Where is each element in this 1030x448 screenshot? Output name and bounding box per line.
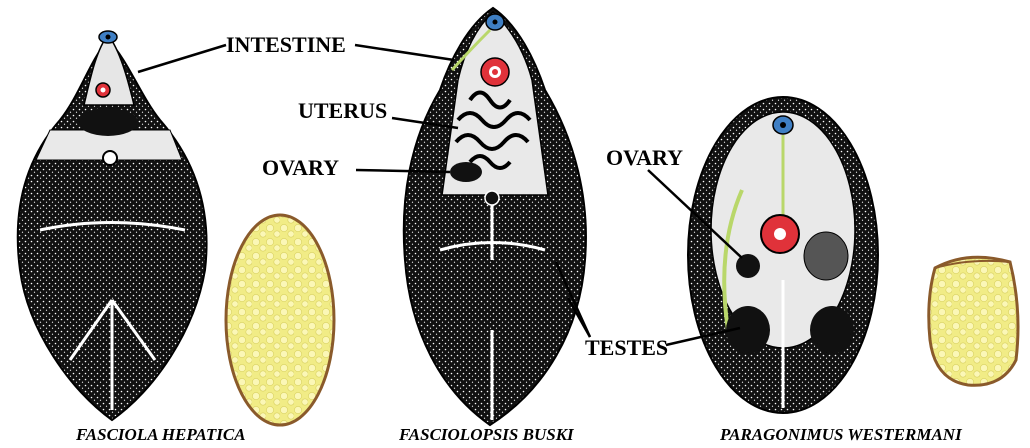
paragonimus-westermani-specimen [688,97,878,413]
fasciola-uterus [78,108,138,136]
label-ovary-right: OVARY [606,145,683,170]
caption-fasciola-hepatica: FASCIOLA HEPATICA [75,425,246,444]
fasciolopsis-buski-specimen [404,8,586,425]
caption-fasciolopsis-buski: FASCIOLOPSIS BUSKI [398,425,575,444]
label-ovary-left: OVARY [262,155,339,180]
fasciola-hepatica-specimen [18,31,207,420]
fasciola-ovary [103,151,117,165]
paragonimus-testis-right [810,306,854,354]
fasciola-egg [226,215,334,425]
paragonimus-egg [929,257,1018,385]
label-uterus: UTERUS [298,98,387,123]
label-intestine: INTESTINE [226,32,346,57]
fasciolopsis-ovary [450,162,482,182]
paragonimus-ovary [736,254,760,278]
label-testes: TESTES [585,335,668,360]
caption-paragonimus-westermani: PARAGONIMUS WESTERMANI [719,425,963,444]
paragonimus-uterus [804,232,848,280]
